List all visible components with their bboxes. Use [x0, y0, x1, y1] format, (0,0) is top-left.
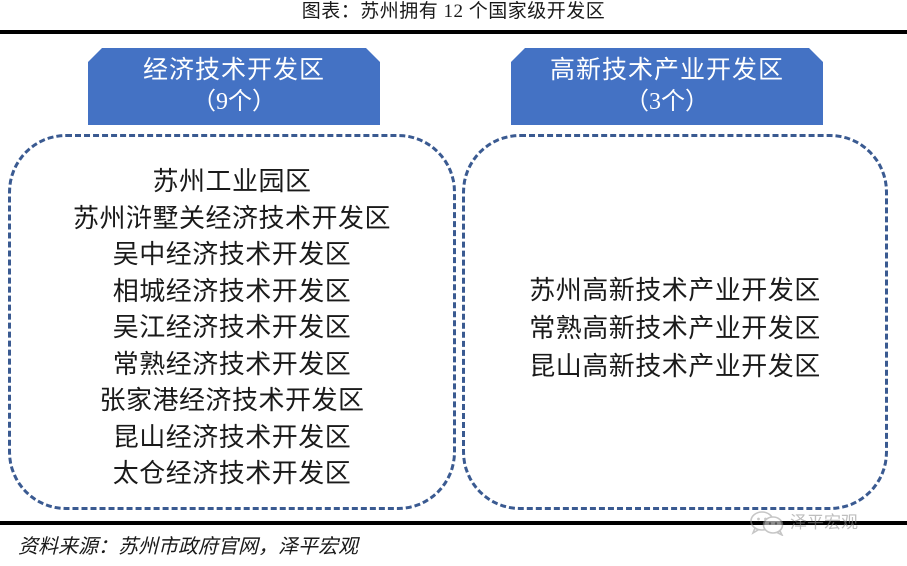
heading-banner-hightech-count: （3个）: [625, 89, 709, 115]
wechat-icon: [750, 510, 784, 537]
page-title: 图表：苏州拥有 12 个国家级开发区: [301, 1, 606, 22]
list-item: 昆山经济技术开发区: [112, 422, 352, 452]
heading-banner-hightech: 高新技术产业开发区 （3个）: [511, 48, 823, 125]
list-item: 吴江经济技术开发区: [112, 313, 352, 342]
heading-banner-economic: 经济技术开发区 （9个）: [88, 48, 380, 125]
heading-banner-economic-count: （9个）: [192, 89, 276, 115]
list-item: 太仓经济技术开发区: [112, 459, 352, 488]
list-hightech-zones: 苏州高新技术产业开发区 常熟高新技术产业开发区 昆山高新技术产业开发区: [462, 272, 888, 386]
banner-wrap-right: 高新技术产业开发区 （3个）: [511, 48, 823, 125]
dashed-container-economic: [8, 134, 456, 510]
list-item: 常熟高新技术产业开发区: [529, 314, 821, 343]
bottom-divider-rule: [0, 521, 907, 525]
top-divider-rule: [0, 30, 907, 34]
list-item: 苏州高新技术产业开发区: [529, 276, 821, 305]
source-note: 资料来源：苏州市政府官网，泽平宏观: [18, 536, 358, 558]
list-item: 吴中经济技术开发区: [112, 240, 352, 269]
list-economic-zones: 苏州工业园区 苏州浒墅关经济技术开发区 吴中经济技术开发区 相城经济技术开发区 …: [8, 164, 456, 493]
watermark-label: 泽平宏观: [790, 513, 858, 532]
list-item: 相城经济技术开发区: [112, 276, 352, 306]
list-item: 苏州浒墅关经济技术开发区: [72, 203, 391, 233]
heading-banner-hightech-title: 高新技术产业开发区: [549, 57, 784, 84]
list-item: 张家港经济技术开发区: [99, 386, 365, 415]
column-hightech-development-zones: 高新技术产业开发区 （3个）: [461, 48, 889, 125]
heading-banner-economic-title: 经济技术开发区: [142, 57, 325, 84]
list-item: 苏州工业园区: [152, 167, 312, 196]
chart-title-bar: 图表：苏州拥有 12 个国家级开发区: [0, 0, 907, 30]
banner-wrap-left: 经济技术开发区 （9个）: [88, 48, 380, 125]
column-economic-development-zones: 经济技术开发区 （9个）: [8, 48, 458, 125]
list-item: 昆山高新技术产业开发区: [529, 352, 821, 381]
list-item: 常熟经济技术开发区: [112, 349, 352, 379]
dashed-container-hightech: [462, 134, 888, 510]
watermark: 泽平宏观: [750, 508, 900, 538]
